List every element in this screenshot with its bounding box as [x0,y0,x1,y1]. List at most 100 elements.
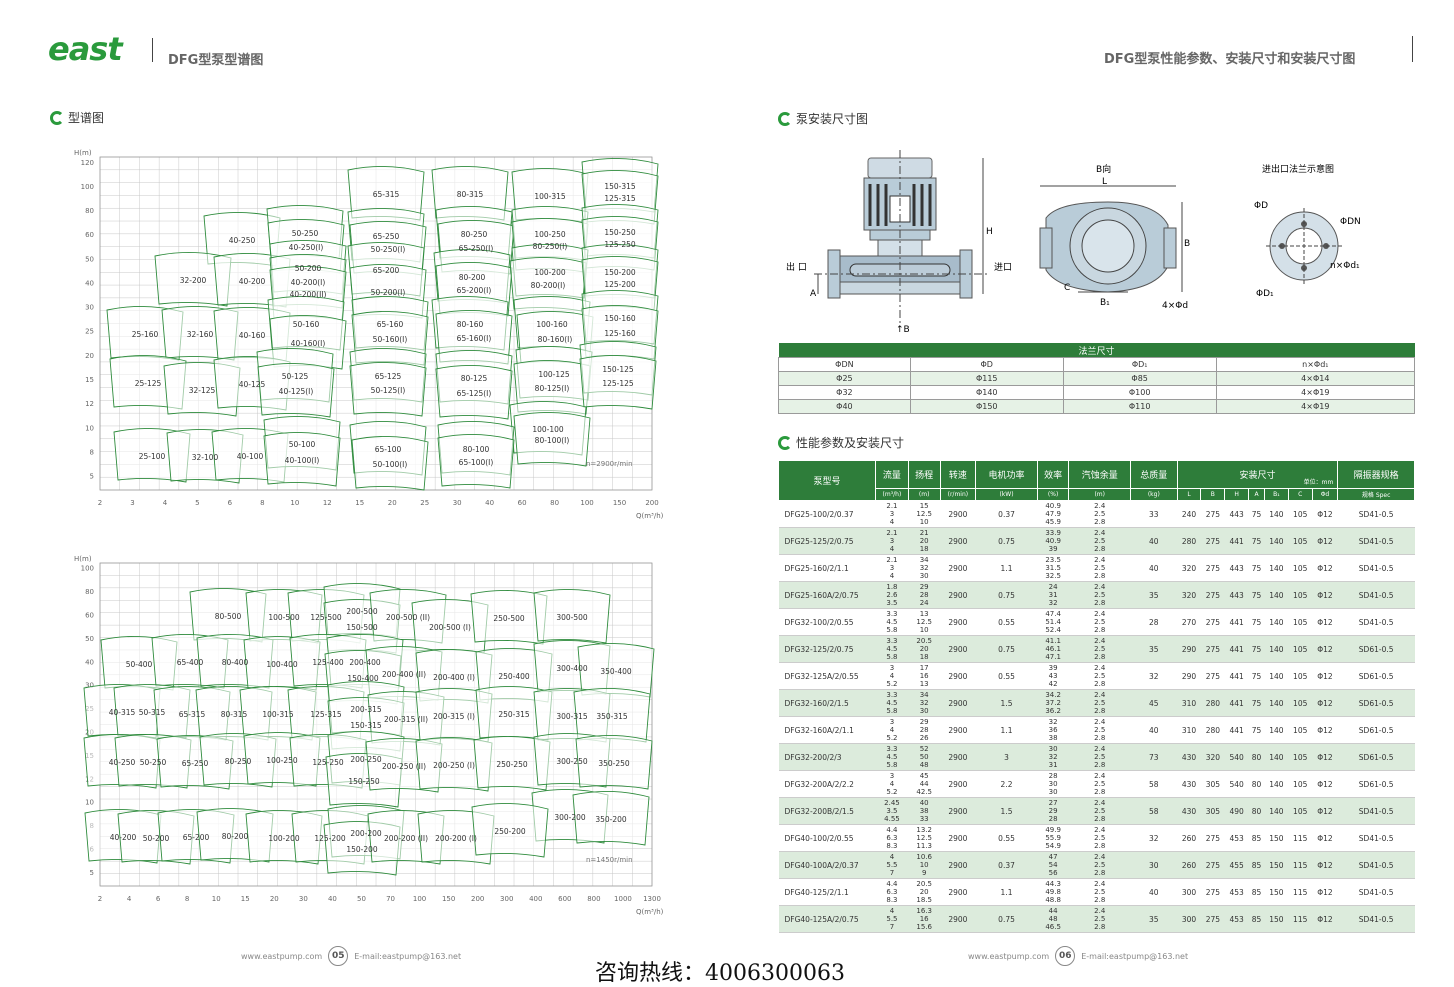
pump-model-label: 40-160(I) [291,339,326,348]
value-cell: Φ12 [1312,716,1338,744]
pump-model-label: 40-250(I) [289,243,324,252]
header-divider-right [1412,36,1413,62]
y-tick-label: 40 [85,658,94,666]
section-install-diagram: 泵安装尺寸图 [778,110,868,127]
pump-model-label: 200-400 (II) [382,670,426,679]
value-cell: SD41-0.5 [1337,797,1415,825]
pump-model-label: 65-250(I) [459,244,494,253]
value-cell: 455 [1224,851,1249,879]
y-tick-label: 80 [85,588,94,596]
y-tick-label: 60 [85,231,94,239]
pump-model-label: 100-100 [532,425,564,434]
value-cell: Φ12 [1312,743,1338,771]
x-tick-label: 100 [413,895,426,903]
flange-cell: Φ110 [1062,399,1217,414]
x-tick-label: 40 [485,499,494,507]
y-tick-label: 120 [81,159,94,167]
pump-model-label: 40-315 [109,708,136,717]
section-ring-icon [50,110,64,125]
value-cell: SD41-0.5 [1337,824,1415,852]
value-cell: SD61-0.5 [1337,770,1415,798]
value-cell: Φ12 [1312,824,1338,852]
model-cell: DFG32-200/2/3 [778,743,876,771]
y-axis-unit: H(m) [74,555,92,563]
value-cell: 290 [1177,635,1201,663]
value-cell: 2900 [940,905,976,933]
value-cell: 75 [1248,635,1265,663]
pump-model-label: 300-500 [556,613,588,622]
y-tick-label: 100 [81,183,94,191]
unit-header: (r/min) [939,488,977,501]
pump-model-label: 40-100 [237,452,264,461]
pump-model-label: 80-160(I) [538,335,573,344]
pump-model-label: 200-200 (I) [435,834,477,843]
value-cell: 275 [1200,851,1225,879]
pump-model-label: 40-250 [229,236,256,245]
label-flange-title: 进出口法兰示意图 [1262,163,1334,175]
hotline: 咨询热线：4006300063 [595,961,845,986]
footer-email: E-mail:eastpump@163.net [1081,951,1189,961]
value-cell: 453 [1224,905,1249,933]
value-cell: 430 [1177,743,1201,771]
value-cell: 140 [1264,797,1289,825]
value-cell: 2900 [940,716,976,744]
pump-model-label: 65-125(I) [457,389,492,398]
x-tick-label: 80 [550,499,559,507]
table-row: Φ40 Φ150 Φ110 4×Φ19 [778,399,1416,414]
value-cell: 40 [1130,554,1178,582]
pump-model-label: 32-200 [180,276,207,285]
value-cell: 73 [1130,743,1178,771]
pump-model-label: 40-200 [110,833,137,842]
value-cell: Φ12 [1312,662,1338,690]
x-tick-label: 2 [98,499,102,507]
col-isolator: 隔振器规格 [1337,460,1415,489]
header-divider [152,38,153,62]
speed-label: n=1450r/min [586,856,633,864]
value-cell: 2900 [940,878,976,906]
footer-right: www.eastpump.com 06 E-mail:eastpump@163.… [968,946,1188,966]
label-A: A [810,289,817,299]
model-cell: DFG25-160/2/1.1 [778,554,876,582]
unit-header: A [1248,488,1265,501]
value-cell: 75 [1248,689,1265,717]
value-cell: SD41-0.5 [1337,905,1415,933]
x-tick-label: 6 [228,499,233,507]
value-cell: 2900 [940,581,976,609]
pump-model-label: 50-200 [143,834,170,843]
value-cell: 280 [1200,689,1225,717]
value-cell: Φ12 [1312,635,1338,663]
pump-model-label: 200-250 (II) [382,762,426,771]
value-cell: 85 [1248,878,1265,906]
value-cell: 275 [1200,905,1225,933]
value-cell: 453 [1224,824,1249,852]
value-cell: 2900 [940,527,976,555]
value-cell: 1.5 [975,689,1038,717]
table-row: Φ25 Φ115 Φ85 4×Φ14 [778,371,1416,386]
pump-model-label: 65-315 [179,710,206,719]
value-cell: Φ12 [1312,797,1338,825]
value-cell: SD61-0.5 [1337,662,1415,690]
x-tick-label: 1000 [614,895,632,903]
x-axis-unit: Q(m³/h) [636,512,664,520]
performance-region [415,736,493,792]
col-model: 泵型号 [778,460,876,501]
flange-cell: Φ100 [1062,385,1217,400]
value-cell: Φ12 [1312,905,1338,933]
flange-cell: Φ140 [909,385,1064,400]
unit-header: L [1176,488,1202,501]
value-cell: Φ12 [1312,878,1338,906]
